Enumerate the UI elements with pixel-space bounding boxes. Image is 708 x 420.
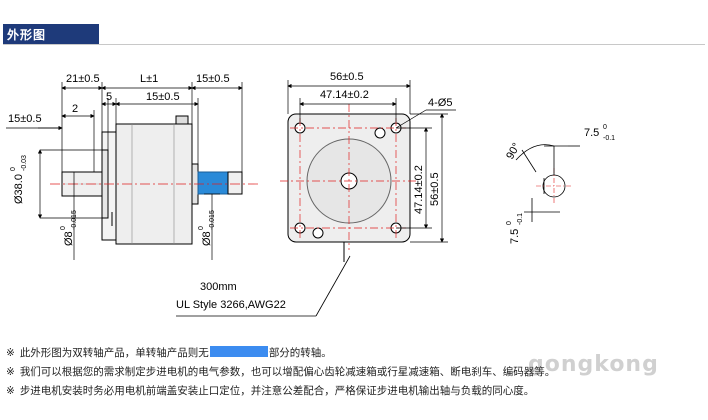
svg-text:0: 0: [198, 226, 205, 230]
cable-length: 300mm: [200, 281, 237, 293]
front-dims: [287, 80, 456, 243]
dim-boss-dia: Ø38.0 0 -0.03: [10, 155, 28, 204]
front-shaft-flat: [197, 171, 233, 195]
note-1: ※此外形图为双转轴产品，单转轴产品则无部分的转轴。: [6, 346, 332, 359]
dim-front-flat: 15±0.5: [8, 113, 42, 125]
front-view: [280, 104, 418, 262]
header-divider: [3, 44, 705, 45]
dim-step5: 5: [106, 91, 112, 103]
svg-text:-0.03: -0.03: [21, 155, 28, 171]
dim-pilot: 2: [72, 103, 78, 115]
svg-text:-0.015: -0.015: [209, 210, 216, 230]
svg-text:Ø38.0: Ø38.0: [13, 174, 25, 204]
side-dim-labels: 21±0.5 L±1 15±0.5 2 5 15±0.5 15±0.5 Ø38.…: [8, 73, 230, 246]
section-title: 外形图: [7, 28, 47, 42]
section-header: 外形图: [3, 24, 99, 44]
dim-rear-inner: 15±0.5: [146, 91, 180, 103]
front-dim-labels: 56±0.5 47.14±0.2 4-Ø5 47.14±0.2 56±0.5: [320, 71, 452, 214]
dim-shaft-dia-rear: Ø8 0 -0.015: [60, 210, 78, 246]
dim-angle: 90°: [504, 141, 523, 161]
side-view: [50, 115, 258, 245]
dim-shaft-dia-front: Ø8 0 -0.015: [198, 210, 216, 246]
dim-hole-pitch-v: 47.14±0.2: [413, 165, 425, 214]
dim-shaft-front: 21±0.5: [66, 73, 100, 85]
svg-text:0: 0: [60, 226, 67, 230]
dim-shaft-rear: 15±0.5: [196, 73, 230, 85]
dim-body-len: L±1: [140, 73, 158, 85]
svg-text:-0.015: -0.015: [71, 210, 78, 230]
highlight-swatch: [209, 346, 268, 357]
dim-flat-top: 7.5: [584, 127, 599, 139]
svg-text:Ø8: Ø8: [63, 231, 75, 246]
cable-spec: UL Style 3266,AWG22: [176, 299, 286, 311]
dim-hole-pitch: 47.14±0.2: [320, 89, 369, 101]
cable: [176, 255, 351, 317]
dim-flat-bottom: 7.5 0 -0.1: [506, 213, 524, 244]
svg-text:7.5: 7.5: [509, 229, 521, 244]
svg-text:-0.1: -0.1: [603, 135, 615, 142]
dimension-drawing: 21±0.5 L±1 15±0.5 2 5 15±0.5 15±0.5 Ø38.…: [6, 71, 615, 317]
watermark-logo: gongkong: [528, 352, 659, 377]
note-3: ※步进电机安装时务必用电机前端盖安装止口定位，并注意公差配合，严格保证步进电机输…: [6, 385, 535, 397]
svg-text:Ø8: Ø8: [201, 231, 213, 246]
notes: ※此外形图为双转轴产品，单转轴产品则无部分的转轴。 ※我们可以根据您的需求制定步…: [6, 344, 706, 401]
dim-flange-height: 56±0.5: [429, 172, 441, 206]
svg-text:0: 0: [603, 124, 607, 131]
svg-text:-0.1: -0.1: [517, 213, 524, 225]
svg-text:0: 0: [10, 167, 17, 171]
shaft-detail: [515, 144, 580, 222]
dim-flange-width: 56±0.5: [330, 71, 364, 83]
svg-text:0: 0: [506, 221, 513, 225]
note-2: ※我们可以根据您的需求制定步进电机的电气参数，也可以增配偏心齿轮减速箱或行星减速…: [6, 366, 556, 378]
side-dims: [6, 82, 243, 260]
dim-holes: 4-Ø5: [428, 97, 452, 109]
